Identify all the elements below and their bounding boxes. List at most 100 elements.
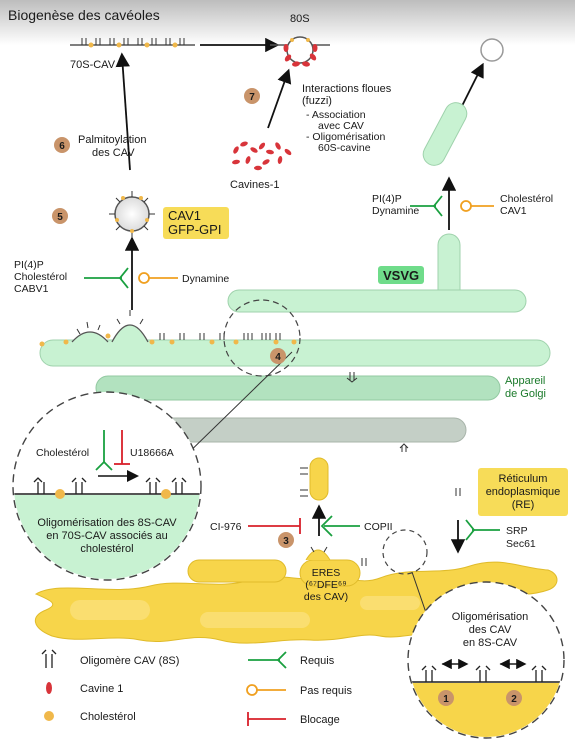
er-zoom-circle xyxy=(382,529,428,575)
inset-text-line3: cholestérol xyxy=(80,543,133,555)
step-6-number: 6 xyxy=(59,141,65,152)
inset-label-u18666a: U18666A xyxy=(130,447,174,459)
legend-pasrequis-icon xyxy=(246,684,286,696)
arrow-vsvg-to-surface xyxy=(459,62,484,111)
legend-label-cholesterol: Cholestérol xyxy=(80,711,136,723)
vesicle-cav1 xyxy=(109,191,155,237)
label-70s-cav: 70S-CAV xyxy=(70,59,116,71)
label-re-abbrev: (RE) xyxy=(512,499,535,511)
label-cabv1: CABV1 xyxy=(14,283,49,295)
label-srp: SRP xyxy=(506,525,528,537)
legend xyxy=(41,649,287,726)
legend-blocage-icon xyxy=(247,712,286,726)
label-80s: 80S xyxy=(290,13,310,25)
label-des-cav: des CAV xyxy=(92,147,135,159)
inset-blocage-symbol xyxy=(114,430,130,465)
inset2-label-line1: Oligomérisation xyxy=(452,611,528,623)
step-1-badge xyxy=(438,690,454,706)
label-cavines-1: Cavines-1 xyxy=(230,179,280,191)
step-2-badge xyxy=(506,690,522,706)
label-copii: COPII xyxy=(364,521,393,533)
label-interactions: Interactions floues xyxy=(302,83,392,95)
legend-label-pasrequis: Pas requis xyxy=(300,685,352,697)
re-badge xyxy=(478,468,568,516)
step-6-badge xyxy=(54,137,70,153)
label-eres-des-cav: des CAV) xyxy=(304,591,348,603)
label-gfp-gpi: GFP-GPI xyxy=(168,222,221,237)
golgi-budding-profile xyxy=(39,310,409,452)
label-sec61: Sec61 xyxy=(506,538,536,550)
blocage-symbol-ci976 xyxy=(248,518,301,534)
label-ci-976: CI-976 xyxy=(210,521,242,533)
golgi-zoom-oligomers xyxy=(247,333,281,340)
step-2-number: 2 xyxy=(511,694,517,705)
step-1-number: 1 xyxy=(443,694,449,705)
step-4-number: 4 xyxy=(275,352,281,363)
cavines-1-cluster xyxy=(232,141,292,171)
legend-label-blocage: Blocage xyxy=(300,714,340,726)
plasma-membrane-band xyxy=(0,0,575,45)
label-appareil: Appareil xyxy=(505,375,545,387)
arrow-cavines-to-80s xyxy=(267,68,292,129)
label-dynamine-right: Dynamine xyxy=(372,205,419,217)
inset-label-cholesterol: Cholestérol xyxy=(36,447,89,459)
step-5-number: 5 xyxy=(57,212,63,223)
legend-label-cavine: Cavine 1 xyxy=(80,683,123,695)
label-eres-motif: (⁶⁷DFE⁶⁹ xyxy=(305,579,346,591)
requis-symbol-right xyxy=(410,195,443,217)
inset2-label-line2: des CAV xyxy=(469,624,512,636)
label-cav1-right: CAV1 xyxy=(500,205,527,217)
label-oligomerisation-60s: - Oligomérisation xyxy=(306,131,386,143)
golgi-zoom-circle xyxy=(223,299,301,377)
legend-cavine-icon xyxy=(46,682,52,694)
step-7-number: 7 xyxy=(249,92,255,103)
golgi-apparatus xyxy=(39,233,551,443)
requis-symbol-left xyxy=(84,267,129,289)
diagram-title: Biogenèse des cavéoles xyxy=(8,7,160,23)
inset2-label-line3: en 8S-CAV xyxy=(463,637,518,649)
label-cav1: CAV1 xyxy=(168,208,201,223)
srp-cav-mark xyxy=(455,488,461,496)
legend-requis-icon xyxy=(248,651,287,669)
label-pi4p-right: PI(4)P xyxy=(372,193,402,205)
label-reticulum: Réticulum xyxy=(499,473,548,485)
requis-symbol-srp xyxy=(465,519,500,541)
inset-requis-symbol xyxy=(95,430,113,471)
inset-cholesterol xyxy=(12,391,202,581)
cav1-gfp-badge xyxy=(163,207,229,239)
legend-oligomer-icon xyxy=(41,649,57,668)
step-3-badge xyxy=(278,532,294,548)
step-3-number: 3 xyxy=(283,536,289,547)
vsvg-tubule xyxy=(422,102,468,166)
vsvg-badge xyxy=(378,266,424,284)
step-7-badge xyxy=(244,88,260,104)
requis-symbol-copii xyxy=(320,515,360,537)
cav70s-membrane xyxy=(70,38,195,48)
label-cholesterol-left: Cholestérol xyxy=(14,271,67,283)
label-endoplasmique: endoplasmique xyxy=(486,486,561,498)
label-60s-cavine: 60S-cavine xyxy=(318,142,371,154)
arrow-palmitoylation xyxy=(115,52,131,171)
label-palmitoylation: Palmitoylation xyxy=(78,134,146,146)
label-dynamine-left: Dynamine xyxy=(182,273,229,285)
step-5-badge xyxy=(52,208,68,224)
label-eres: ERES xyxy=(312,567,341,579)
pasrequis-symbol-right xyxy=(460,200,494,212)
vesicle-80s xyxy=(270,36,330,67)
inset-text-line2: en 70S-CAV associés au xyxy=(46,530,167,542)
label-cholesterol-right: Cholestérol xyxy=(500,193,553,205)
vsvg-vesicle-top xyxy=(480,38,504,62)
label-de-golgi: de Golgi xyxy=(505,388,546,400)
legend-label-requis: Requis xyxy=(300,655,335,667)
label-association: - Association xyxy=(306,109,366,121)
er-oligomer-marks xyxy=(300,467,367,566)
step-4-badge xyxy=(270,348,286,364)
label-avec-cav: avec CAV xyxy=(318,120,364,132)
pasrequis-symbol-left xyxy=(138,272,178,284)
inset-text-line1: Oligomérisation des 8S-CAV xyxy=(37,517,177,529)
label-fuzzi: (fuzzi) xyxy=(302,95,332,107)
label-pi4p-left: PI(4)P xyxy=(14,259,44,271)
label-vsvg: VSVG xyxy=(383,268,419,283)
legend-label-oligomer: Oligomère CAV (8S) xyxy=(80,655,179,667)
